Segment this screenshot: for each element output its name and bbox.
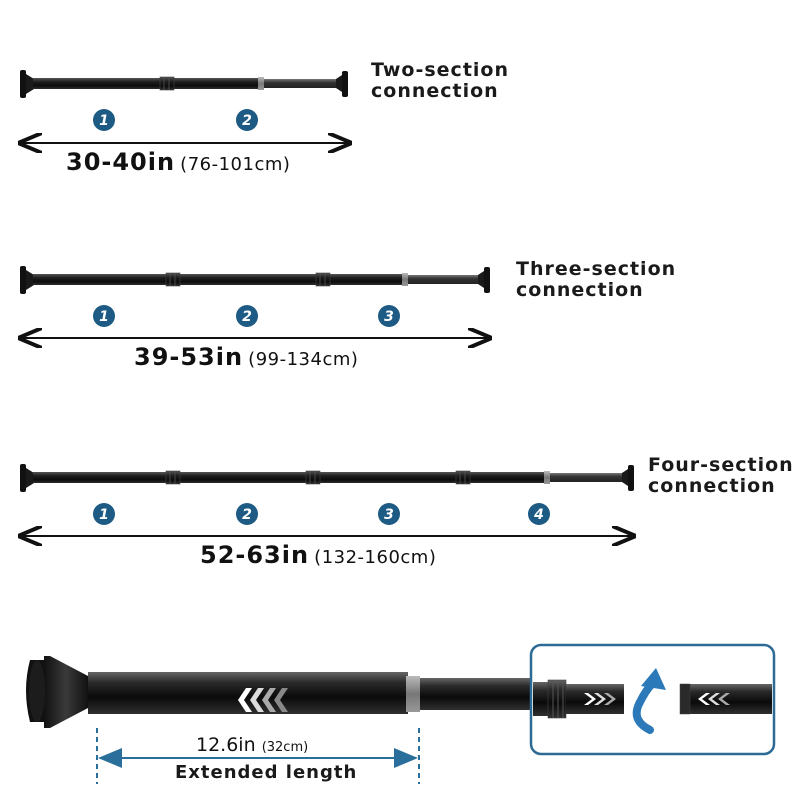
extended-length-inches: 12.6in <box>196 734 256 756</box>
insert-rotate-arrow-icon <box>632 680 656 734</box>
range-two-section-cm: (76-101cm) <box>180 154 291 175</box>
extended-length-value: 12.6in (32cm) <box>196 734 308 756</box>
svg-text:1: 1 <box>99 309 109 325</box>
rod-closeup <box>26 656 530 728</box>
section-marker-3-2: 2 <box>236 305 258 327</box>
section-marker-2-2: 2 <box>236 109 258 131</box>
svg-text:2: 2 <box>242 113 252 129</box>
section-marker-4-2: 2 <box>236 503 258 525</box>
rod-three-section <box>20 266 490 294</box>
section-marker-4-3: 3 <box>378 503 400 525</box>
svg-text:1: 1 <box>99 507 109 523</box>
svg-text:2: 2 <box>242 507 252 523</box>
extended-length-caption: Extended length <box>175 762 358 783</box>
range-three-section-inches: 39-53in <box>134 343 244 371</box>
extended-length-dimension <box>96 728 420 784</box>
title-two-section-line1: Two-section <box>371 59 509 81</box>
title-four-section: Four-section connection <box>648 455 794 497</box>
rod-four-section <box>20 464 634 492</box>
range-two-section-inches: 30-40in <box>66 148 176 176</box>
svg-text:4: 4 <box>533 507 544 523</box>
range-four-section: 52-63in (132-160cm) <box>200 541 436 569</box>
rod-two-section <box>20 70 348 98</box>
section-markers: 1 2 1 2 3 1 2 3 4 <box>93 109 550 525</box>
svg-text:3: 3 <box>384 507 394 523</box>
range-three-section: 39-53in (99-134cm) <box>134 343 358 371</box>
svg-text:1: 1 <box>99 113 109 129</box>
title-three-section-line1: Three-section <box>516 258 677 280</box>
title-three-section-line2: connection <box>516 279 644 301</box>
range-two-section: 30-40in (76-101cm) <box>66 148 290 176</box>
section-marker-3-1: 1 <box>93 305 115 327</box>
section-marker-4-1: 1 <box>93 503 115 525</box>
svg-text:3: 3 <box>384 309 394 325</box>
section-marker-4-4: 4 <box>528 503 550 525</box>
range-three-section-cm: (99-134cm) <box>248 349 359 370</box>
section-marker-3-3: 3 <box>378 305 400 327</box>
direction-chevrons-icon <box>238 688 288 712</box>
title-four-section-line2: connection <box>648 475 776 497</box>
section-marker-2-1: 1 <box>93 109 115 131</box>
title-four-section-line1: Four-section <box>648 454 794 476</box>
title-two-section: Two-section connection <box>371 60 509 102</box>
range-four-section-inches: 52-63in <box>200 541 310 569</box>
extended-length-cm: (32cm) <box>261 740 309 755</box>
title-two-section-line2: connection <box>371 80 499 102</box>
range-four-section-cm: (132-160cm) <box>314 547 437 568</box>
title-three-section: Three-section connection <box>516 259 676 301</box>
svg-text:2: 2 <box>242 309 252 325</box>
connection-detail-inset <box>529 643 776 756</box>
